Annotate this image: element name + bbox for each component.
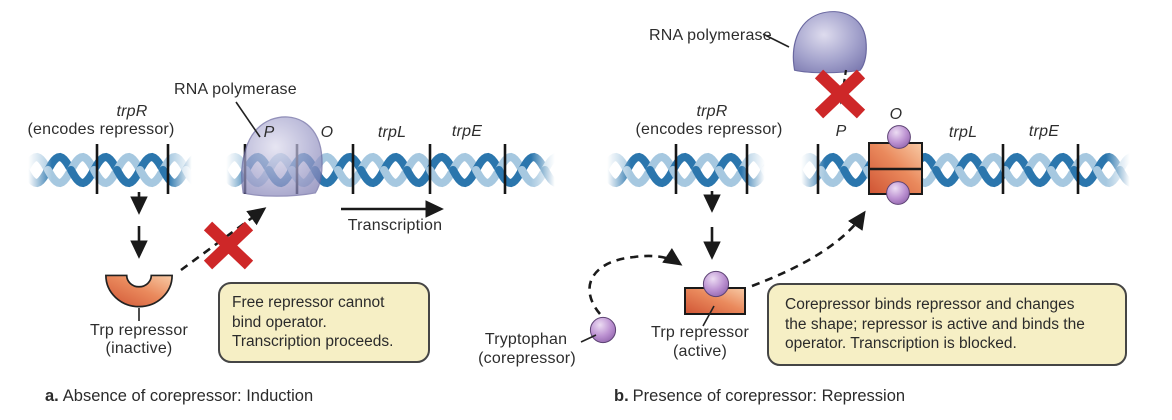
tryptophan-note: (corepressor) — [478, 350, 576, 367]
repressor-state-label: (active) — [672, 343, 728, 360]
corepressor-on-repressor — [702, 270, 730, 298]
corepressor-molecule-bottom — [886, 181, 910, 205]
callout-induction: Free repressor cannot bind operator. Tra… — [218, 282, 430, 364]
gene-note-trpR: (encodes repressor) — [27, 121, 175, 138]
callout-repression: Corepressor binds repressor and changes … — [767, 283, 1127, 367]
gene-label-trpE: trpE — [451, 123, 483, 140]
site-label-P: P — [263, 124, 275, 141]
repressor-to-operator-dashed-arrow — [751, 210, 866, 288]
site-label-P: P — [835, 123, 847, 140]
dna-helix-trpR-b — [604, 144, 768, 196]
caption-prefix: b. — [614, 387, 629, 405]
rna-polymerase-label: RNA polymerase — [649, 27, 772, 44]
tryptophan-molecule — [589, 316, 617, 344]
panel-a-caption: a.Absence of corepressor: Induction — [45, 387, 313, 406]
dna-helix-trpR-a — [25, 144, 195, 196]
caption-text: Presence of corepressor: Repression — [632, 387, 906, 405]
dna-helix-operon-b — [798, 144, 1133, 196]
rna-polymerase-blob-bound — [241, 116, 323, 197]
site-label-O: O — [889, 106, 903, 123]
blocked-binding-dashed-arrow — [180, 207, 267, 272]
repressor-label: Trp repressor — [650, 324, 750, 341]
caption-text: Absence of corepressor: Induction — [62, 387, 314, 405]
trp-repressor-inactive-shape — [105, 274, 173, 308]
transcription-label: Transcription — [347, 217, 443, 234]
repressor-state-label: (inactive) — [105, 340, 173, 357]
gene-label-trpR: trpR — [696, 103, 728, 120]
gene-label-trpL: trpL — [377, 124, 407, 141]
gene-label-trpR: trpR — [116, 103, 148, 120]
blocked-x-icon — [814, 69, 866, 119]
rna-polymerase-label: RNA polymerase — [174, 81, 297, 98]
rna-polymerase-blob-blocked — [792, 11, 867, 74]
repressor-label: Trp repressor — [89, 322, 189, 339]
gene-label-trpE: trpE — [1028, 123, 1060, 140]
tryptophan-label: Tryptophan — [484, 331, 568, 348]
panel-b-caption: b.Presence of corepressor: Repression — [614, 387, 905, 406]
corepressor-molecule-top — [887, 125, 911, 149]
tryptophan-to-repressor-dashed-arrow — [588, 248, 683, 315]
caption-prefix: a. — [45, 387, 59, 405]
site-label-O: O — [320, 124, 334, 141]
gene-note-trpR: (encodes repressor) — [635, 121, 783, 138]
gene-label-trpL: trpL — [948, 124, 978, 141]
blocked-x-icon — [203, 221, 254, 270]
